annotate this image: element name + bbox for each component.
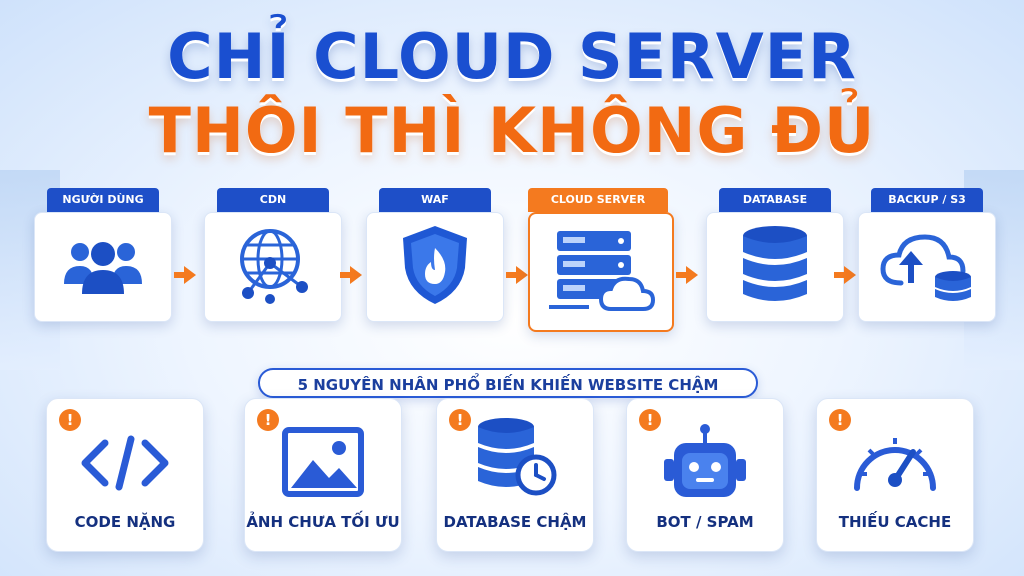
- flow-node-box: [858, 212, 996, 322]
- flow-arrow: [676, 266, 698, 284]
- warning-icon: !: [829, 409, 851, 431]
- flow-node-label: NGƯỜI DÙNG: [47, 188, 159, 212]
- flow-arrow: [834, 266, 856, 284]
- flow-node-box: [204, 212, 342, 322]
- cause-card-unoptimized-images: ! ẢNH CHƯA TỐI ƯU: [244, 398, 402, 552]
- flow-node-label: DATABASE: [719, 188, 831, 212]
- database-clock-icon: [437, 417, 593, 497]
- robot-icon: [627, 423, 783, 503]
- flow-node-database: DATABASE: [706, 188, 844, 322]
- database-icon: [737, 222, 813, 312]
- speedometer-icon: [817, 423, 973, 503]
- cause-card-bot-spam: ! BOT / SPAM: [626, 398, 784, 552]
- flow-node-box: [528, 212, 674, 332]
- globe-network-icon: [230, 223, 316, 311]
- flow-node-label: WAF: [379, 188, 491, 212]
- flow-node-users: NGƯỜI DÙNG: [34, 188, 172, 322]
- headline-line-2: THÔI THÌ KHÔNG ĐỦ: [148, 94, 876, 167]
- cause-label: BOT / SPAM: [656, 513, 754, 531]
- flow-node-box: [706, 212, 844, 322]
- cloud-upload-icon: [877, 227, 977, 307]
- warning-icon: !: [639, 409, 661, 431]
- flow-node-cloud-server: CLOUD SERVER: [528, 188, 674, 332]
- cause-card-slow-database: ! DATABASE CHẬM: [436, 398, 594, 552]
- causes-banner: 5 NGUYÊN NHÂN PHỔ BIẾN KHIẾN WEBSITE CHẬ…: [258, 368, 758, 398]
- server-cloud-icon: [545, 225, 657, 319]
- code-icon: [47, 423, 203, 503]
- flow-arrow: [506, 266, 528, 284]
- cause-card-missing-cache: ! THIẾU CACHE: [816, 398, 974, 552]
- flow-node-label: CDN: [217, 188, 329, 212]
- architecture-flow: NGƯỜI DÙNG CDN: [0, 188, 1024, 348]
- flow-node-box: [34, 212, 172, 322]
- warning-icon: !: [59, 409, 81, 431]
- image-icon: [245, 423, 401, 503]
- warning-icon: !: [449, 409, 471, 431]
- warning-icon: !: [257, 409, 279, 431]
- flow-node-waf: WAF: [366, 188, 504, 322]
- flow-node-backup: BACKUP / S3: [858, 188, 996, 322]
- shield-fire-icon: [397, 222, 473, 312]
- flow-node-box: [366, 212, 504, 322]
- flow-node-label: CLOUD SERVER: [528, 188, 668, 212]
- flow-node-label: BACKUP / S3: [871, 188, 983, 212]
- users-icon: [60, 234, 146, 300]
- cause-label: THIẾU CACHE: [838, 513, 952, 531]
- cause-label: CODE NẶNG: [74, 513, 176, 531]
- flow-node-cdn: CDN: [204, 188, 342, 322]
- headline-line-1: CHỈ CLOUD SERVER: [167, 20, 857, 93]
- cause-label: ẢNH CHƯA TỐI ƯU: [246, 513, 400, 531]
- flow-arrow: [340, 266, 362, 284]
- flow-arrow: [174, 266, 196, 284]
- cause-label: DATABASE CHẬM: [443, 513, 587, 531]
- cause-card-heavy-code: ! CODE NẶNG: [46, 398, 204, 552]
